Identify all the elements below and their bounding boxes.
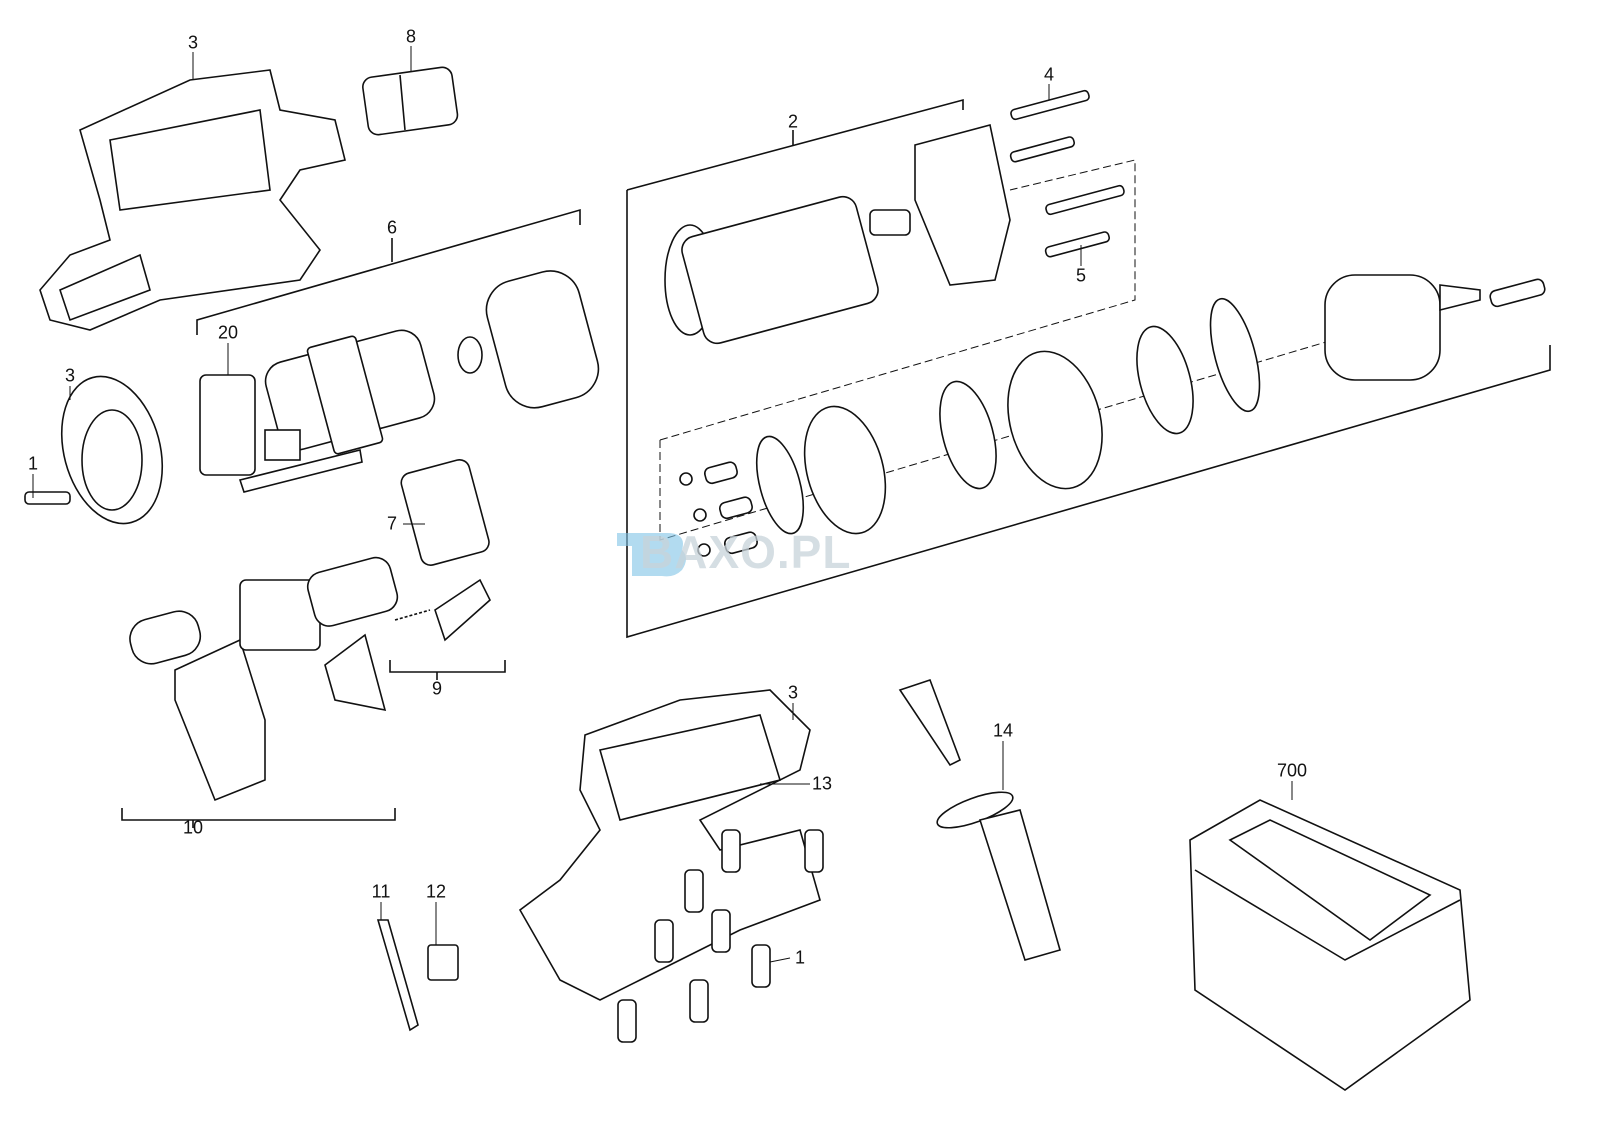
part-label-14: 14: [992, 720, 1014, 741]
motor-assembly-6: [199, 270, 600, 493]
part-label-6: 6: [386, 217, 398, 238]
switch-assembly-10: [129, 556, 399, 802]
part-label-700: 700: [1276, 760, 1308, 781]
screws-4-5: [1009, 89, 1125, 258]
carry-case-700: [1189, 799, 1471, 1091]
part-label-2: 2: [787, 111, 799, 132]
side-handle-14: [898, 678, 1061, 961]
motor-cap: [60, 375, 164, 525]
part-label-11: 11: [371, 881, 391, 902]
part-label-4: 4: [1043, 64, 1055, 85]
part-label-7: 7: [386, 513, 398, 534]
part-7: [400, 458, 490, 566]
housing-half-lower: [518, 689, 821, 1001]
gearbox-2: [664, 124, 1011, 345]
bit-11: [376, 919, 419, 1032]
planetary-gear-set: [679, 274, 1546, 557]
part-label-8: 8: [405, 26, 417, 47]
screws-1-lower: [617, 829, 824, 1043]
bit-holder-12: [427, 944, 459, 981]
bracket-group-10: [121, 808, 396, 828]
part-9: [394, 578, 491, 642]
part-label-10: 10: [182, 817, 204, 838]
housing-half-upper: [39, 69, 346, 331]
part-label-12: 12: [425, 881, 447, 902]
part-label-9: 9: [431, 678, 443, 699]
part-label-1-lower: 1: [794, 947, 806, 968]
part-label-3-top: 3: [187, 32, 199, 53]
bracket-group-9: [389, 660, 506, 680]
part-label-13: 13: [811, 773, 833, 794]
watermark-logo-icon: [617, 533, 686, 577]
part-label-20: 20: [217, 322, 239, 343]
watermark-text: BAXO.PL: [640, 526, 852, 578]
bracket-group-6: [196, 208, 581, 335]
switch-part-8: [362, 66, 459, 136]
leader-lines: [32, 46, 1293, 963]
part-label-1-left: 1: [27, 453, 39, 474]
part-label-5: 5: [1075, 265, 1087, 286]
part-label-3-cap: 3: [64, 365, 76, 386]
screw-1-left: [24, 491, 71, 505]
part-label-3-lower: 3: [787, 682, 799, 703]
